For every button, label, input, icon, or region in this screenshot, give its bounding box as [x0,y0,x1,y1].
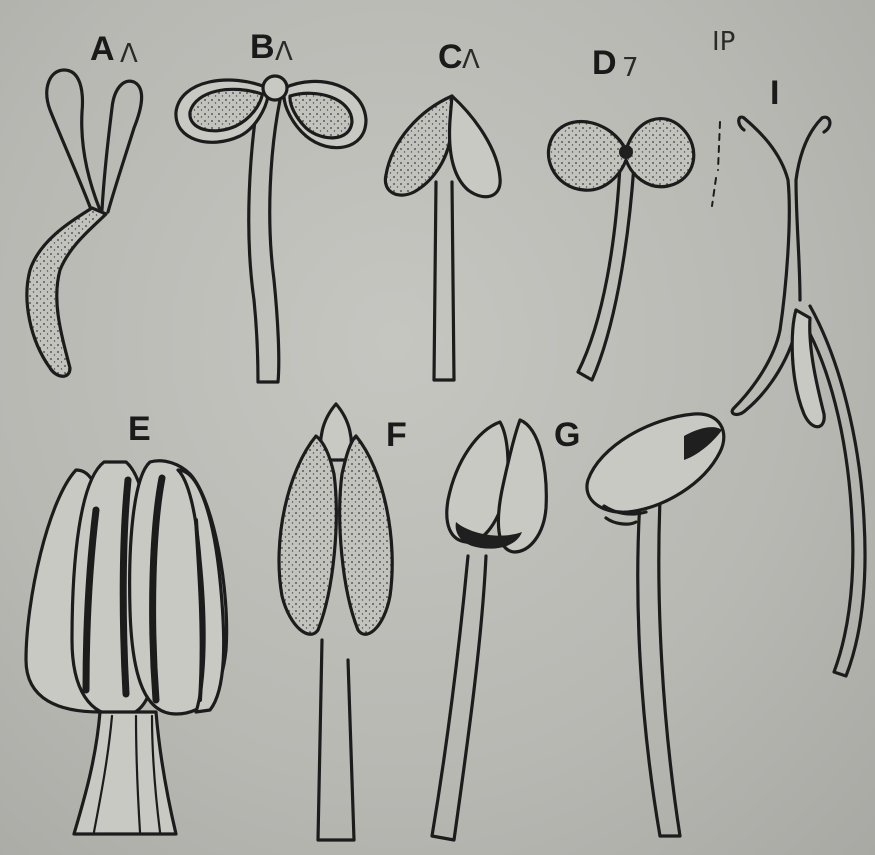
stamen-d: D 7 IP [548,27,735,380]
stamen-c-filament [434,182,454,380]
label-f: F [386,416,407,454]
stamen-i-branch-left [732,118,798,414]
stamen-f-anther-left [279,436,336,634]
stamen-g-filament [432,556,486,840]
stamen-a-lobe-right [102,81,142,212]
label-a: A [90,30,115,68]
stamen-a-filament [27,208,106,376]
stamen-d-filament [578,165,634,380]
stamen-d-attachment [619,145,633,159]
stamen-c-anther-left [385,96,452,195]
mark-d: 7 [622,53,639,83]
stamen-f-anther-right [340,436,393,634]
stamen-d-guide-line [712,122,720,206]
stamen-a: A ⴷ [27,30,142,376]
stamen-c: C ⴷ [385,38,500,380]
stamen-e-filament-tube [74,712,176,834]
stamen-h [587,414,724,836]
stamen-f-filament [318,640,354,840]
mark-b: ⴷ [275,37,293,67]
stamen-e: E [26,410,227,834]
label-i: I [770,74,779,112]
label-d: D [592,44,617,82]
stamen-h-filament [638,500,680,836]
stamen-g: G [432,416,580,840]
stamen-i-branch-right [796,118,822,300]
label-c: C [438,38,463,76]
label-b: B [250,28,275,66]
mark-c: ⴷ [462,45,480,75]
stamen-b-connective [263,76,287,100]
stamen-b-filament [249,100,280,382]
mark-ip: IP [712,27,735,57]
stamen-i: I [732,74,865,676]
label-g: G [554,416,580,454]
label-e: E [128,410,151,448]
stamen-a-lobe-left [47,70,100,212]
stamen-b: B ⴷ [176,28,366,382]
stamen-f: F [279,404,407,840]
stamen-c-anther-right [450,96,501,197]
mark-a: ⴷ [120,39,138,69]
